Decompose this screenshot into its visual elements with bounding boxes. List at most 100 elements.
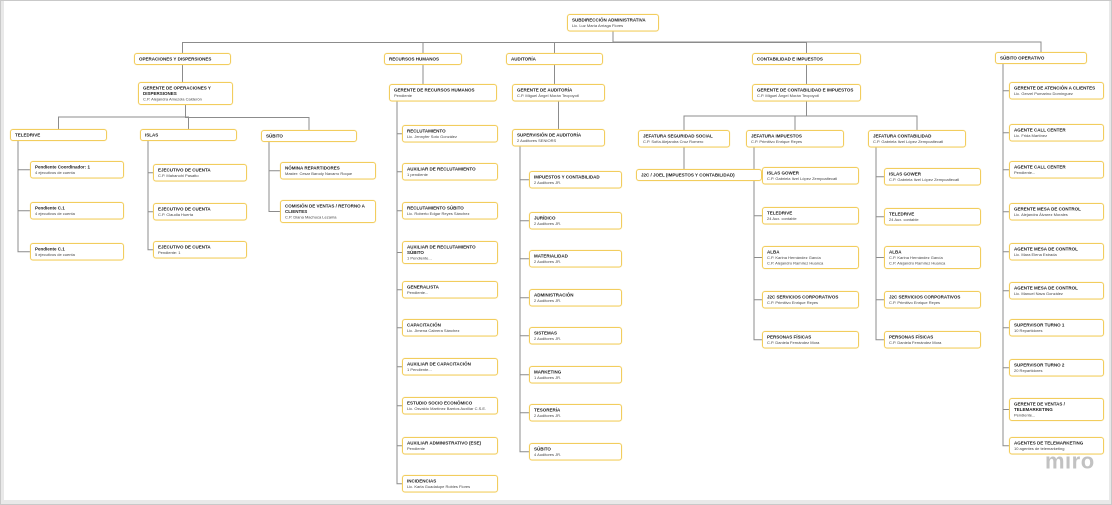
node-subtitle: 1 Pendiente... <box>407 256 432 261</box>
node-title: SÚBITO OPERATIVO <box>1000 55 1045 61</box>
org-node-h_tel[interactable]: TELEDRIVE <box>10 129 107 141</box>
org-node-h_ops[interactable]: OPERACIONES Y DISPERSIONES <box>134 53 231 65</box>
org-node-h_sub[interactable]: SÚBITO <box>261 130 357 142</box>
node-subtitle: C.P. Miguel Ángel Morán Tecpoyotl <box>757 93 819 99</box>
node-title: ISLAS GOWER <box>889 171 922 177</box>
node-subtitle: Lic. Jennyfer Soto González <box>407 134 458 140</box>
node-title: SUPERVISIÓN DE AUDITORÍA <box>517 132 582 138</box>
node-title: J2C / JOEL (IMPUESTOS Y CONTABILIDAD) <box>641 172 735 178</box>
canvas-edge-right <box>1109 1 1111 504</box>
node-title: TELEDRIVE <box>889 211 915 217</box>
node-title: SÚBITO <box>534 446 551 452</box>
node-title: JEFATURA SEGURIDAD SOCIAL <box>643 133 713 139</box>
node-title: CAPACITACIÓN <box>407 322 441 328</box>
org-node-h_aud[interactable]: AUDITORÍA <box>506 53 603 65</box>
node-subtitle: 2 Auditores JR. <box>534 180 562 186</box>
node-subtitle: 4 Auditores JR. <box>534 452 562 458</box>
node-title: GERENTE DE OPERACIONES Y DISPERSIONES <box>143 85 211 97</box>
node-title: GENERALISTA <box>407 284 439 290</box>
node-subtitle: Lic. Jimena Cabrera Sánchez <box>407 328 460 334</box>
node-subtitle: Lic. Osvaldo Martínez Barrios Auxiliar C… <box>407 406 487 412</box>
node-subtitle: C.P. Mahanohi Pasatto <box>158 173 199 179</box>
org-node-r9[interactable]: AUXILIAR ADMINISTRATIVO (ESE)Pendiente <box>402 437 498 455</box>
node-title: Pendiente C.1 <box>35 246 65 252</box>
node-title: ALBA <box>889 249 902 255</box>
node-subtitle: C.P. Karina Hernández García <box>767 255 821 261</box>
node-subtitle: C.P. Alejandra Amezola Calderón <box>143 97 202 102</box>
node-subtitle: Pendiente... <box>407 290 429 296</box>
node-title: JURÍDICO <box>534 215 556 221</box>
node-subtitle: Lic. Karla Guadalupe Robles Flores <box>407 484 471 490</box>
node-title: AUXILIAR ADMINISTRATIVO (ESE) <box>407 440 481 446</box>
org-node-h_cont[interactable]: CONTABILIDAD E IMPUESTOS <box>752 53 861 65</box>
node-title: AUXILIAR DE CAPACITACIÓN <box>407 361 471 367</box>
node-title: JEFATURA CONTABILIDAD <box>873 133 932 139</box>
node-title: GERENTE DE VENTAS / TELEMARKETING <box>1014 401 1065 413</box>
org-node-h_subop[interactable]: SÚBITO OPERATIVO <box>995 52 1087 64</box>
org-node-j2c[interactable]: J2C / JOEL (IMPUESTOS Y CONTABILIDAD) <box>636 169 762 181</box>
node-subtitle: C.P. Daniela Fernández Mora <box>889 340 942 346</box>
node-subtitle: 4 ejecutivos de cuenta <box>35 170 75 176</box>
node-title: AUXILIAR DE RECLUTAMIENTO SÚBITO <box>407 244 476 256</box>
org-node-h_islas[interactable]: ISLAS <box>140 129 237 141</box>
node-subtitle: C.P. Daniela Fernández Mora <box>767 340 820 346</box>
node-title: CONTABILIDAD E IMPUESTOS <box>757 56 823 62</box>
org-node-h_rh[interactable]: RECURSOS HUMANOS <box>384 53 462 65</box>
